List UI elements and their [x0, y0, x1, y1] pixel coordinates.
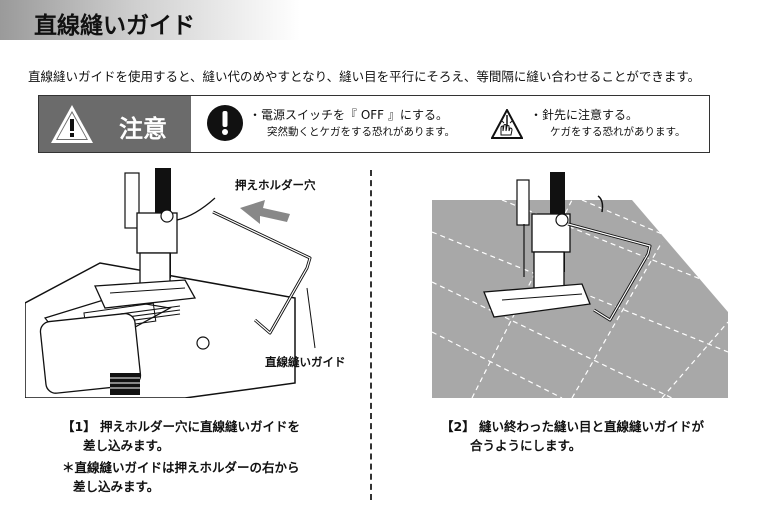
- section-divider: [370, 170, 372, 500]
- step-1-line-1: 【1】 押えホルダー穴に直線縫いガイドを: [62, 419, 301, 434]
- caution-item-power: ・電源スイッチを『 OFF 』にする。 突然動くとケガをする恐れがあります。: [249, 107, 455, 141]
- callout-holder-hole: 押えホルダー穴: [235, 178, 316, 192]
- warning-triangle-icon: [51, 105, 93, 143]
- caution-item-main: ・電源スイッチを『 OFF 』にする。: [249, 108, 449, 122]
- caution-item-main: ・針先に注意する。: [530, 108, 639, 122]
- step-2-line-1: 【2】 縫い終わった縫い目と直線縫いガイドが: [441, 419, 705, 434]
- title-banner: 直線縫いガイド: [0, 0, 300, 40]
- caution-box: 注意 ・電源スイッチを『 OFF 』にする。 突然動くとケガをする恐れがあります…: [38, 95, 710, 153]
- callout-guide: 直線縫いガイド: [265, 355, 346, 369]
- guide-insert-illustration: [25, 168, 316, 398]
- guide-alignment-illustration: [432, 172, 728, 398]
- note-line-2: 差し込みます。: [73, 479, 160, 494]
- exclamation-icon: [207, 105, 243, 141]
- step-2-line-2: 合うようにします。: [470, 438, 582, 453]
- needle-hand-icon: [491, 109, 523, 139]
- caution-item-sub: 突然動くとケガをする恐れがあります。: [267, 126, 455, 138]
- page-title: 直線縫いガイド: [34, 13, 195, 39]
- step-1-note: ＊直線縫いガイドは押えホルダーの右から 差し込みます。: [62, 458, 300, 496]
- caution-label-panel: 注意: [39, 96, 191, 152]
- caution-item-needle: ・針先に注意する。 ケガをする恐れがあります。: [530, 107, 685, 141]
- step-1-text: 【1】 押えホルダー穴に直線縫いガイドを 差し込みます。: [62, 417, 300, 455]
- intro-text: 直線縫いガイドを使用すると、縫い代のめやすとなり、縫い目を平行にそろえ、等間隔に…: [28, 69, 701, 84]
- note-line-1: ＊直線縫いガイドは押えホルダーの右から: [62, 460, 300, 475]
- step-1-line-2: 差し込みます。: [83, 438, 170, 453]
- caution-word: 注意: [119, 115, 167, 143]
- caution-item-sub: ケガをする恐れがあります。: [550, 126, 686, 138]
- step-2-text: 【2】 縫い終わった縫い目と直線縫いガイドが 合うようにします。: [441, 417, 704, 455]
